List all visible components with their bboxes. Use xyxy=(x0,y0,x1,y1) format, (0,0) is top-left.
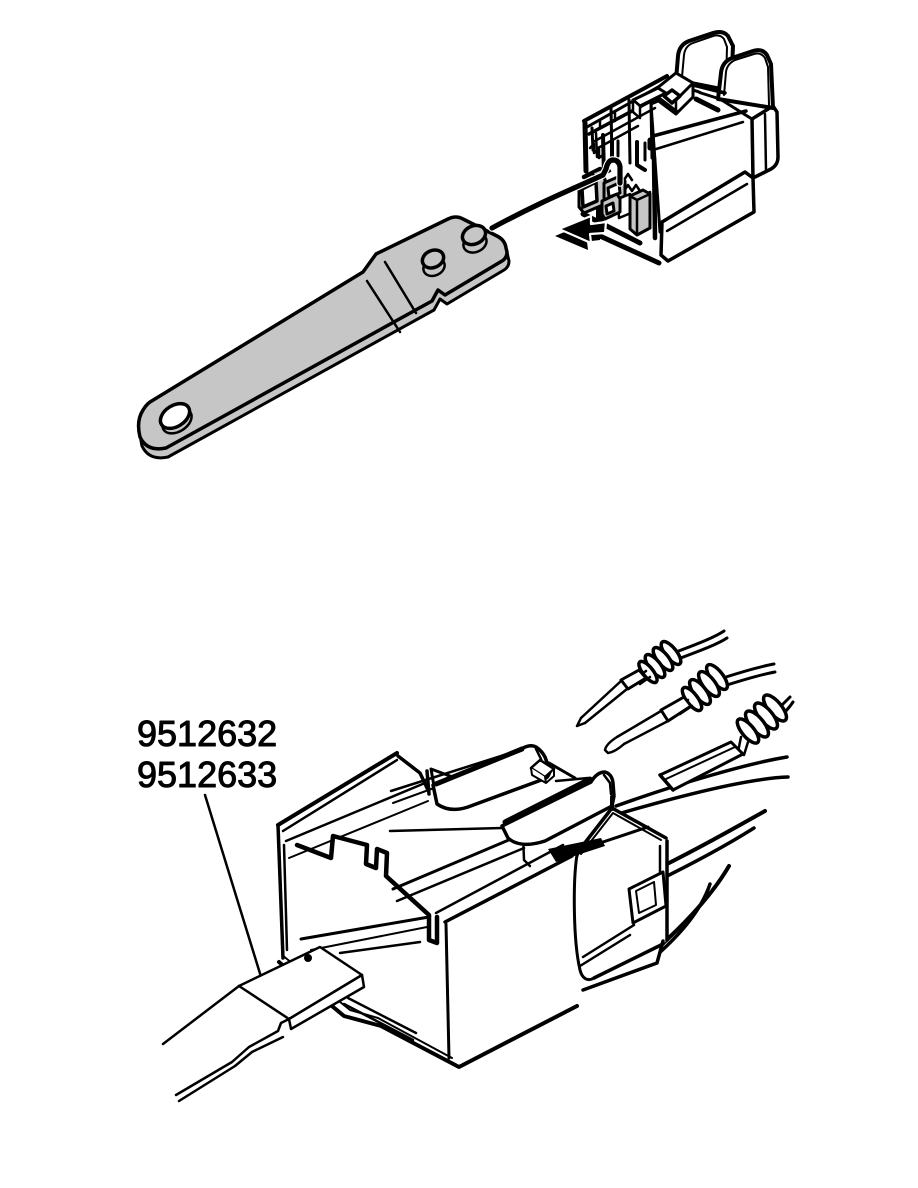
svg-text:9512633: 9512633 xyxy=(137,754,277,795)
svg-text:9512632: 9512632 xyxy=(137,713,277,754)
